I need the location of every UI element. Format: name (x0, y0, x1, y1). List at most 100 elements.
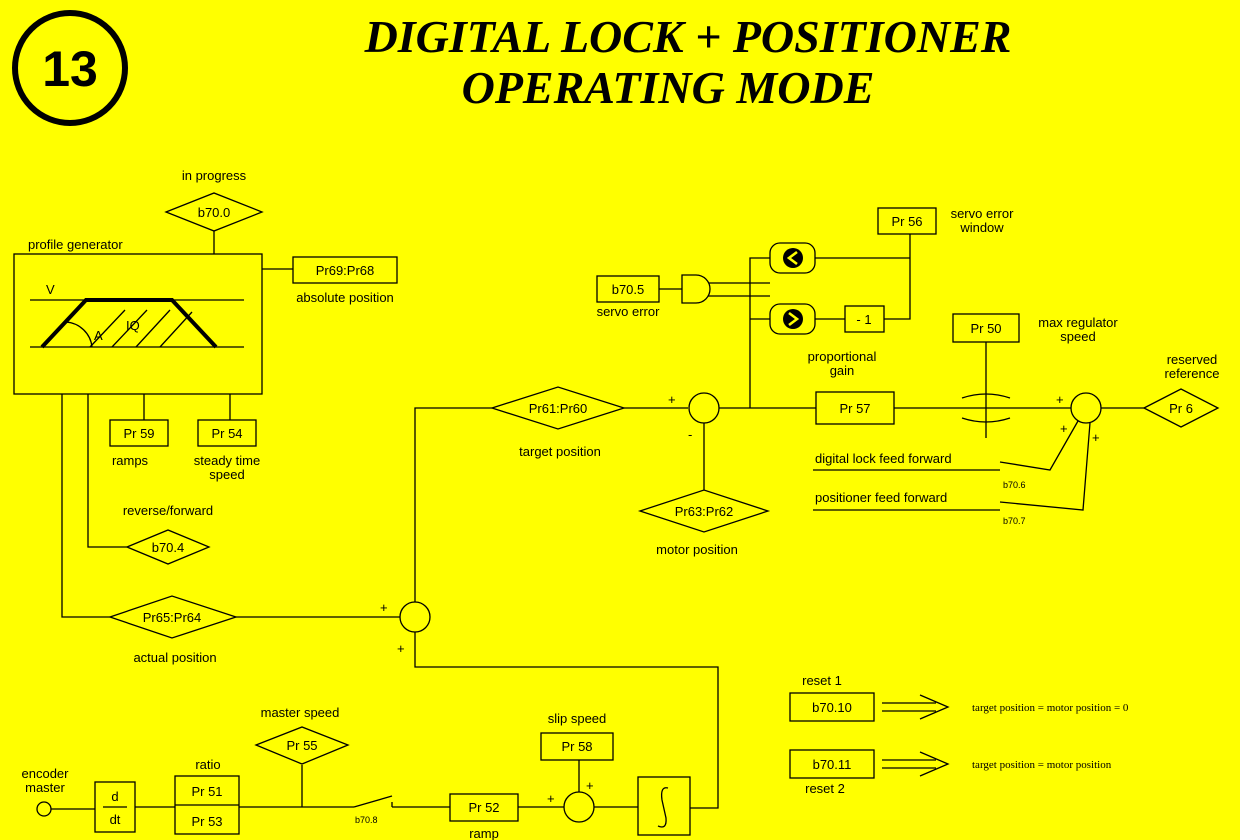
profile-generator-label: profile generator (28, 237, 123, 252)
reset-2-box (789, 749, 875, 779)
steady-param: Pr 54 (211, 426, 242, 441)
accel-angle-arc (65, 321, 93, 348)
ratio-label: ratio (195, 757, 220, 772)
reserved-label-1: reserved (1167, 352, 1218, 367)
reset-1-bit: b70.10 (812, 700, 852, 715)
and-gate (681, 274, 711, 304)
max-speed-box (952, 313, 1020, 343)
reset-1-arrow (919, 694, 950, 720)
servo-window-box (877, 207, 937, 235)
profile-a-label: A (94, 328, 103, 343)
in-progress-param: b70.0 (198, 205, 231, 220)
ramps-param: Pr 59 (123, 426, 154, 441)
servo-error-param: b70.5 (612, 282, 645, 297)
gain-label-2: gain (830, 363, 855, 378)
reset-2-label: reset 2 (805, 781, 845, 796)
actual-position-param: Pr65:Pr64 (143, 610, 202, 625)
pos-ff-label: positioner feed forward (815, 490, 947, 505)
reset-2-bit: b70.11 (813, 757, 852, 772)
sign-plus: + (380, 600, 388, 615)
ramps-label: ramps (112, 453, 149, 468)
sign-plus: + (1092, 430, 1100, 445)
servo-window-label-1: servo error (951, 206, 1015, 221)
minus-one: - 1 (856, 312, 871, 327)
reserved-reference-param: Pr 6 (1169, 401, 1193, 416)
abs-position-label: absolute position (296, 290, 394, 305)
master-speed-label: master speed (261, 705, 340, 720)
sign-plus: + (668, 392, 676, 407)
dl-ff-bit: b70.6 (1003, 480, 1026, 490)
ramps-box (109, 419, 169, 447)
max-speed-label-2: speed (1060, 329, 1095, 344)
minus-one-box (844, 305, 885, 333)
slip-speed-param: Pr 58 (561, 739, 592, 754)
master-switch (353, 795, 393, 808)
servo-error-box (596, 275, 660, 303)
motor-position-diamond (637, 489, 771, 533)
max-speed-label-1: max regulator (1038, 315, 1118, 330)
ratio-denominator: Pr 53 (191, 814, 222, 829)
limiter-lower (961, 417, 1011, 423)
derivative-dt: dt (110, 812, 121, 827)
title-line-1: DIGITAL LOCK + POSITIONER (364, 11, 1012, 62)
servo-error-label: servo error (597, 304, 661, 319)
master-speed-diamond (254, 726, 350, 765)
abs-position-param: Pr69:Pr68 (316, 263, 375, 278)
reserved-label-2: reference (1165, 366, 1220, 381)
slip-speed-box (540, 732, 614, 761)
servo-window-label-2: window (959, 220, 1004, 235)
slip-speed-label: slip speed (548, 711, 607, 726)
ramp-param: Pr 52 (468, 800, 499, 815)
reset-1-box (789, 692, 875, 722)
sign-plus: + (547, 791, 555, 806)
pos-ff-switch (999, 422, 1091, 511)
reset-2-text: target position = motor position (972, 759, 1112, 771)
max-speed-param: Pr 50 (970, 321, 1001, 336)
ratio-numerator: Pr 51 (191, 784, 222, 799)
speed-profile-trapezoid (40, 298, 218, 349)
sign-minus: - (688, 427, 692, 442)
in-progress-diamond (164, 192, 264, 232)
gain-param: Pr 57 (839, 401, 870, 416)
dl-ff-switch (999, 420, 1079, 471)
revfwd-label: reverse/forward (123, 503, 213, 518)
step-number: 13 (42, 41, 98, 97)
derivative-d: d (111, 789, 118, 804)
profile-iq-label: IQ (126, 318, 140, 333)
dl-ff-label: digital lock feed forward (815, 451, 952, 466)
sign-plus: + (397, 641, 405, 656)
motor-position-label: motor position (656, 542, 738, 557)
in-progress-label: in progress (182, 168, 247, 183)
steady-label-2: speed (209, 467, 244, 482)
step-number-circle (12, 10, 128, 126)
encoder-label-2: master (25, 780, 65, 795)
sum-junction-slip (563, 791, 595, 823)
master-switch-bit: b70.8 (355, 815, 378, 825)
master-speed-param: Pr 55 (286, 738, 317, 753)
target-position-param: Pr61:Pr60 (529, 401, 588, 416)
encoder-label-1: encoder (22, 766, 70, 781)
gain-label-1: proportional (808, 349, 877, 364)
reset-2-arrow (919, 751, 950, 777)
ramp-label: ramp (469, 826, 499, 840)
profile-generator-box (13, 253, 263, 395)
gain-box (815, 391, 895, 425)
revfwd-param: b70.4 (152, 540, 185, 555)
actual-position-label: actual position (133, 650, 216, 665)
encoder-input (36, 801, 52, 817)
sign-plus: + (1060, 421, 1068, 436)
sum-junction-error (688, 392, 720, 424)
sign-plus: + (586, 778, 594, 793)
reset-1-text: target position = motor position = 0 (972, 702, 1129, 714)
sum-junction-master (399, 601, 431, 633)
integrator-box (637, 776, 691, 836)
revfwd-diamond (125, 529, 211, 565)
steady-label-1: steady time (194, 453, 260, 468)
motor-position-param: Pr63:Pr62 (675, 504, 734, 519)
title-line-2: OPERATING MODE (462, 62, 875, 113)
pos-ff-bit: b70.7 (1003, 516, 1026, 526)
limiter-upper (961, 393, 1011, 399)
servo-window-param: Pr 56 (891, 214, 922, 229)
